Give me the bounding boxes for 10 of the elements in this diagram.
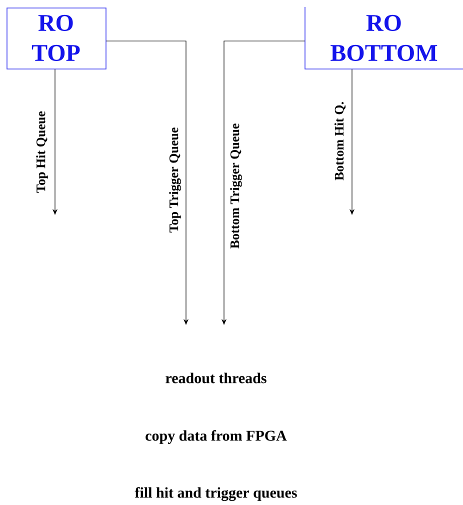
caption-text: fill hit and trigger queues	[134, 487, 297, 501]
caption-text: readout threads	[166, 372, 266, 384]
edge-label: Bottom Hit Q.	[334, 102, 346, 180]
edge-label: Bottom Trigger Queue	[230, 124, 242, 248]
block-box: RO BOTTOM	[304, 6, 463, 70]
edge-label: Top Hit Queue	[36, 111, 48, 193]
caption-text: copy data from FPGA	[146, 430, 287, 444]
edge-label: Top Trigger Queue	[169, 128, 181, 233]
arrow	[106, 40, 189, 325]
block-box: RO TOP	[6, 8, 106, 70]
